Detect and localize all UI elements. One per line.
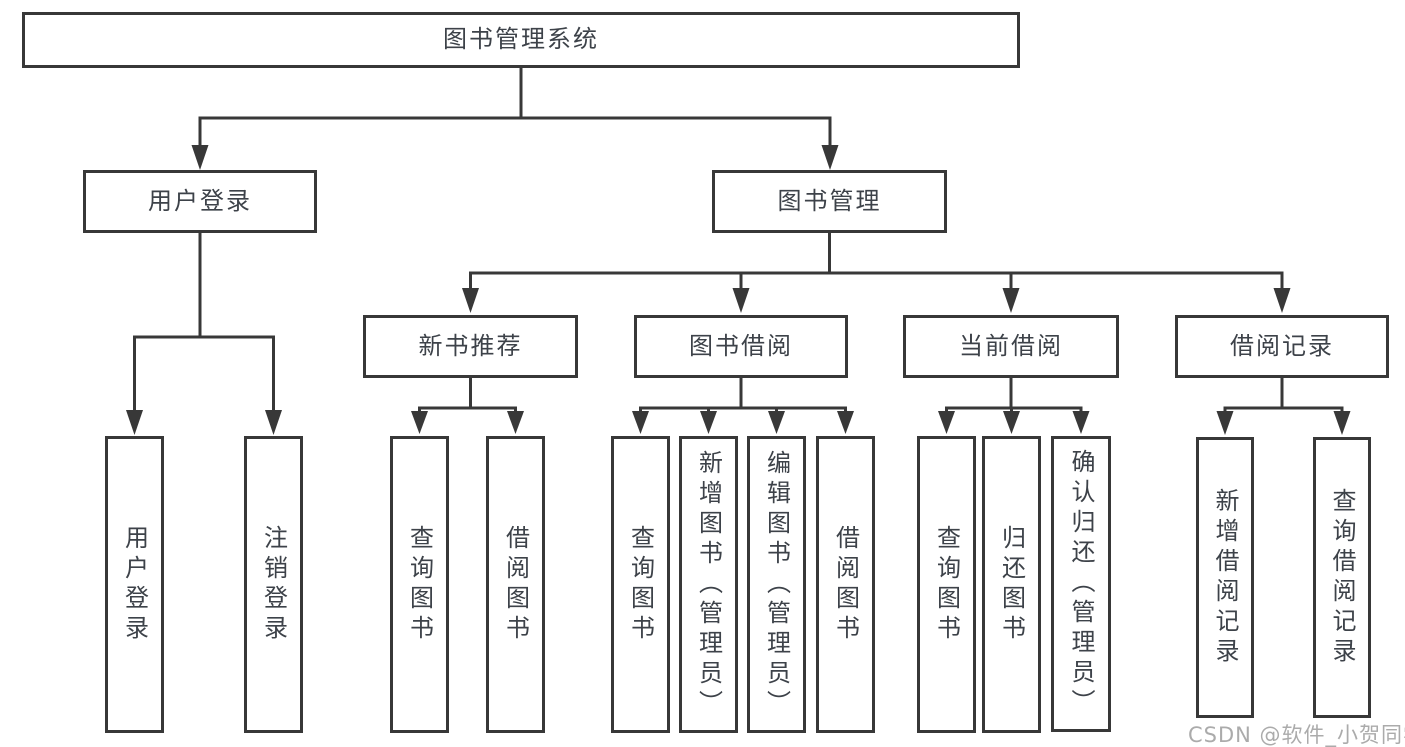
node-br-query-record: 查询借阅记录 xyxy=(1313,437,1371,718)
arrow-down-icon xyxy=(732,288,750,313)
node-borrow-records: 借阅记录 xyxy=(1175,315,1389,378)
arrow-down-icon xyxy=(191,145,209,170)
arrow-down-icon xyxy=(1002,288,1020,313)
node-cb-return-books: 归还图书 xyxy=(982,436,1041,733)
node-nb-query-books: 查询图书 xyxy=(390,436,449,733)
connector-user-login-to-leaves xyxy=(126,233,282,435)
arrow-down-icon xyxy=(837,411,854,434)
node-user-login-branch: 用户登录 xyxy=(83,170,317,233)
connector-root-to-branches xyxy=(191,68,839,170)
arrow-down-icon xyxy=(768,411,785,434)
watermark: CSDN @软件_小贺同学 xyxy=(1188,723,1405,747)
arrow-down-icon xyxy=(1216,411,1234,435)
node-cb-query-books: 查询图书 xyxy=(917,436,976,733)
node-bb-edit-books-admin: 编辑图书（管理员） xyxy=(747,436,806,733)
connector-book-management-to-sections xyxy=(462,233,1291,313)
node-logout-leaf: 注销登录 xyxy=(244,436,303,733)
arrow-down-icon xyxy=(126,410,143,435)
connector-new-book-to-leaves xyxy=(411,378,524,434)
connector-borrow-records-to-leaves xyxy=(1216,378,1351,435)
arrow-down-icon xyxy=(821,145,839,170)
arrow-down-icon xyxy=(1333,411,1351,435)
node-current-borrow: 当前借阅 xyxy=(903,315,1119,378)
arrow-down-icon xyxy=(700,411,717,434)
node-root-system: 图书管理系统 xyxy=(22,12,1020,68)
arrow-down-icon xyxy=(507,411,524,434)
node-book-borrow: 图书借阅 xyxy=(634,315,848,378)
arrow-down-icon xyxy=(411,411,428,434)
node-cb-confirm-return-admin: 确认归还（管理员） xyxy=(1051,436,1111,732)
arrow-down-icon xyxy=(938,411,955,434)
connector-current-borrow-to-leaves xyxy=(938,378,1090,434)
arrow-down-icon xyxy=(1273,288,1291,313)
node-bb-add-books-admin: 新增图书（管理员） xyxy=(679,436,738,733)
arrow-down-icon xyxy=(1003,411,1020,434)
node-user-login-leaf: 用户登录 xyxy=(105,436,164,733)
node-bb-borrow-books: 借阅图书 xyxy=(816,436,875,733)
node-bb-query-books: 查询图书 xyxy=(611,436,670,733)
arrow-down-icon xyxy=(632,411,649,434)
connector-book-borrow-to-leaves xyxy=(632,378,854,434)
node-book-management-branch: 图书管理 xyxy=(712,170,947,233)
node-new-book-recommend: 新书推荐 xyxy=(363,315,578,378)
arrow-down-icon xyxy=(265,410,282,435)
arrow-down-icon xyxy=(462,288,479,313)
arrow-down-icon xyxy=(1072,411,1090,434)
node-br-add-record: 新增借阅记录 xyxy=(1196,437,1254,718)
node-nb-borrow-books: 借阅图书 xyxy=(486,436,545,733)
